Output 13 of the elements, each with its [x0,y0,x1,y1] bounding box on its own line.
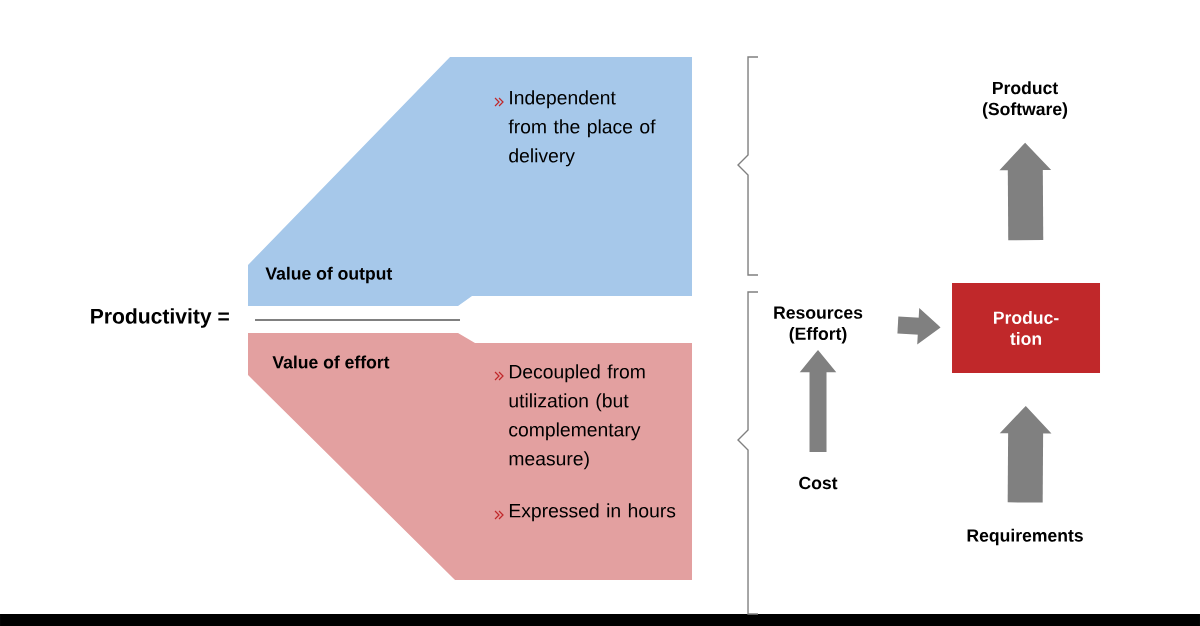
panel-heading: Value of effort [272,355,390,369]
panel-heading: Value of output [265,266,393,284]
node-label: Cost [799,476,838,490]
effort-panel [248,333,692,580]
bullet-text: Decoupled from utilization (but complementary measure) [509,364,645,470]
output-panel [248,57,692,306]
bullet-text: Independent from the place of delivery [508,90,656,167]
node-label: Product (Software) [982,81,1068,119]
bullet-text: Expressed in hours [509,503,676,522]
equation-label: Productivity = [91,308,229,328]
process-box: Produc- tion [952,283,1100,373]
node-label: Requirements [967,528,1083,546]
node-label: Resources (Effort) [774,306,863,344]
